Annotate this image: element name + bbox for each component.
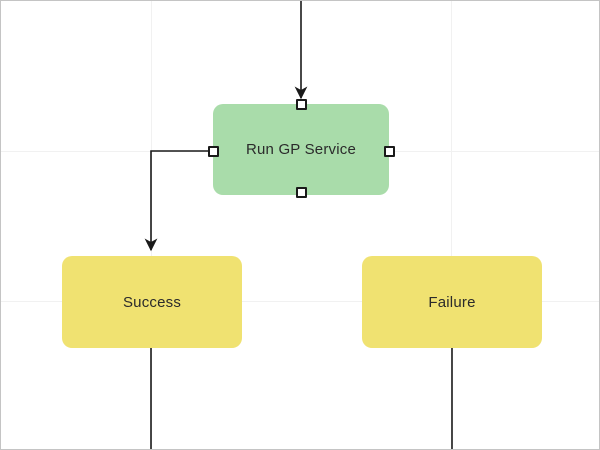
node-run-gp-service[interactable]: Run GP Service	[213, 104, 389, 195]
node-label: Run GP Service	[245, 141, 357, 158]
handle-right[interactable]	[383, 145, 395, 157]
edge-gp-to-success[interactable]	[144, 150, 208, 252]
node-success[interactable]: Success	[62, 256, 242, 348]
node-failure[interactable]: Failure	[362, 256, 542, 348]
handle-top[interactable]	[295, 98, 307, 110]
node-label: Success	[122, 293, 182, 311]
handle-bottom[interactable]	[295, 186, 307, 198]
handle-left[interactable]	[207, 145, 219, 157]
node-label: Failure	[428, 293, 476, 311]
